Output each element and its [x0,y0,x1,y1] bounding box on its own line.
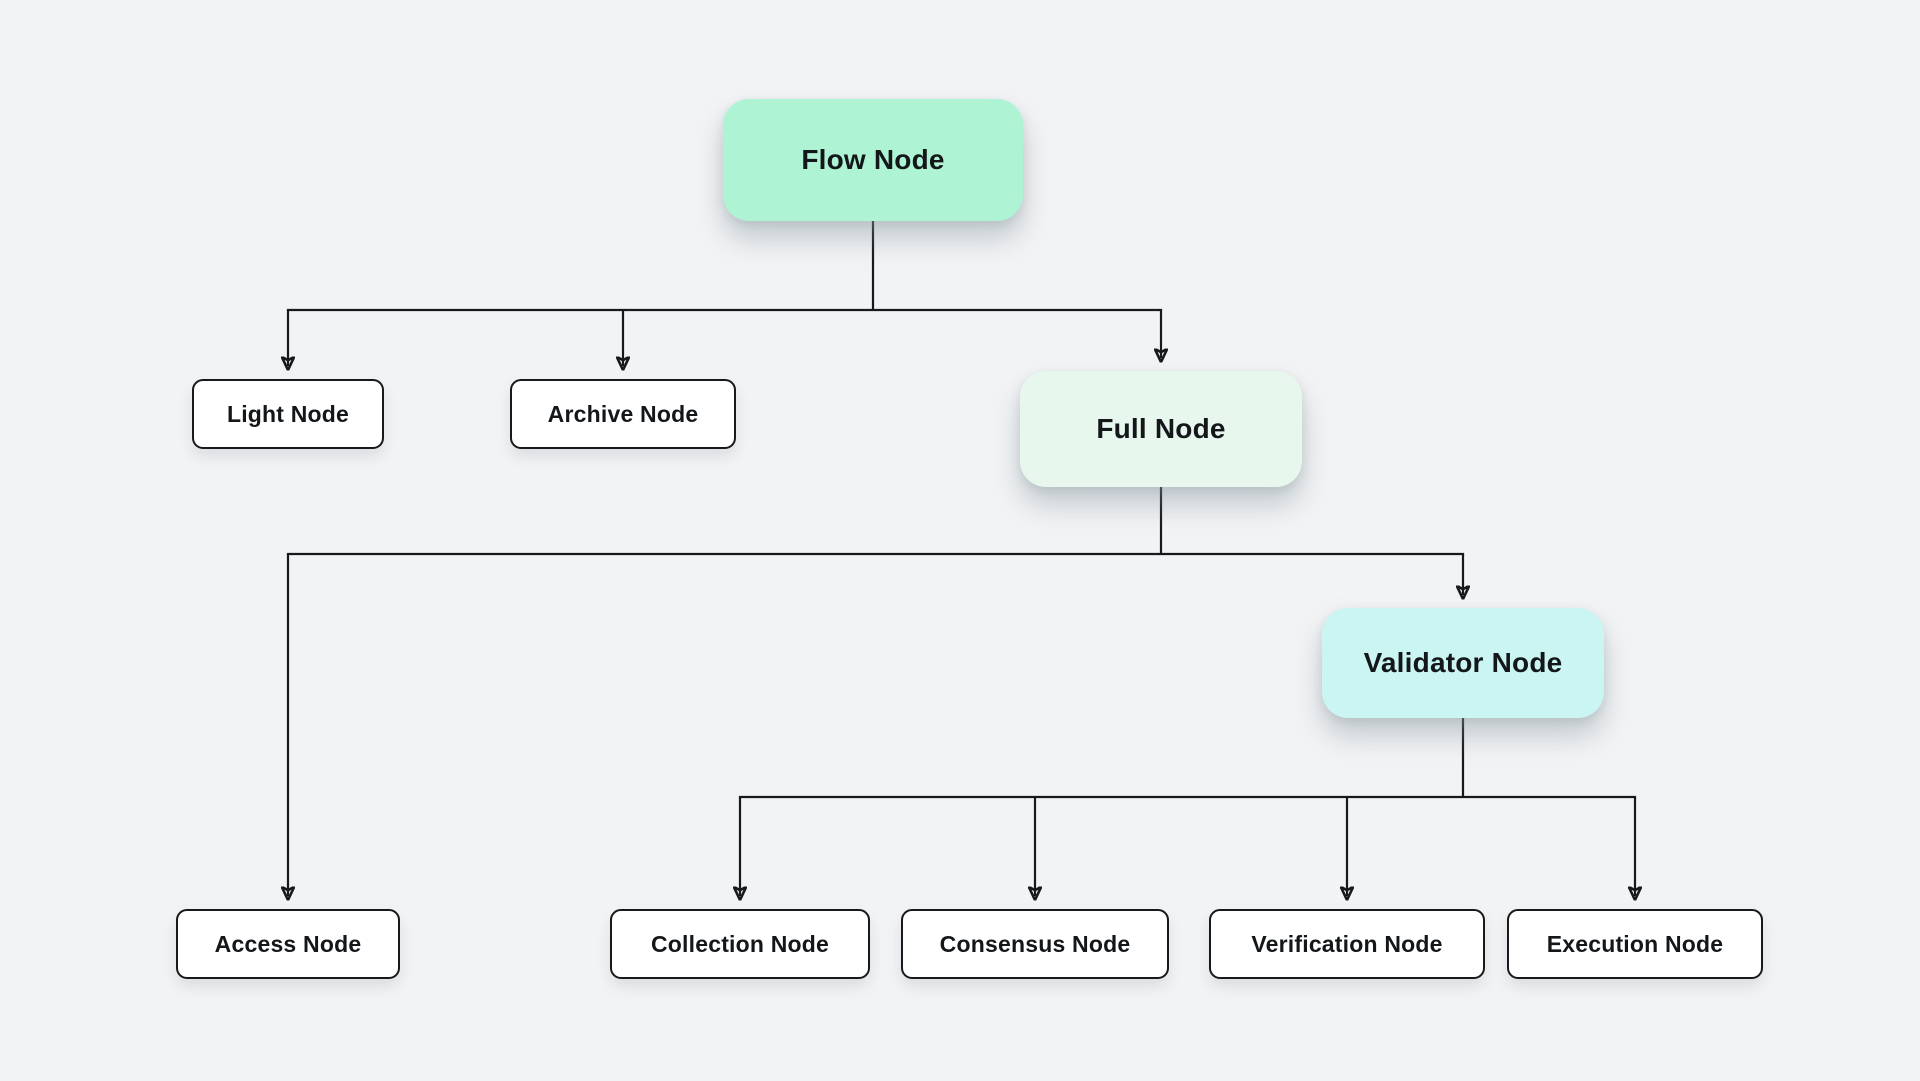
node-execution: Execution Node [1507,909,1763,979]
node-light: Light Node [192,379,384,449]
node-flow-label: Flow Node [801,144,945,175]
node-validator-label: Validator Node [1363,647,1563,678]
node-access-label: Access Node [214,930,362,957]
node-consensus: Consensus Node [901,909,1169,979]
node-light-label: Light Node [226,400,350,427]
node-flow: Flow Node [723,99,1023,221]
node-validator: Validator Node [1322,608,1604,718]
node-archive: Archive Node [510,379,736,449]
node-execution-label: Execution Node [1546,930,1724,957]
node-archive-label: Archive Node [547,400,699,427]
node-consensus-label: Consensus Node [939,930,1131,957]
node-access: Access Node [176,909,400,979]
node-collection-label: Collection Node [650,930,830,957]
node-verification-label: Verification Node [1251,930,1443,957]
node-collection: Collection Node [610,909,870,979]
node-full: Full Node [1020,371,1302,487]
node-full-label: Full Node [1096,413,1226,444]
node-verification: Verification Node [1209,909,1485,979]
